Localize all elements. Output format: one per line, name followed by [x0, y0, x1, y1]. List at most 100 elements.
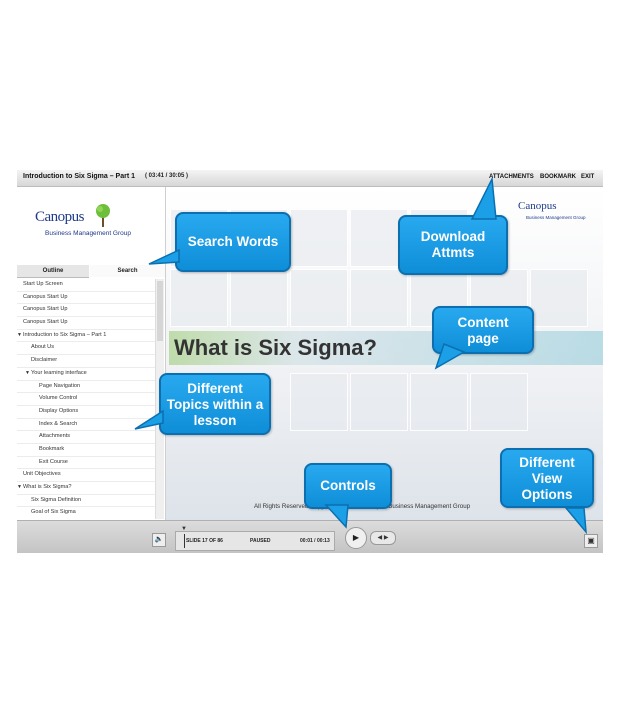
- outline-item-label: Six Sigma Definition: [31, 496, 82, 503]
- playhead[interactable]: [184, 534, 185, 548]
- callout-controls-text: Controls: [320, 478, 376, 493]
- sidebar: Canopus Business Management Group Outlin…: [17, 187, 166, 520]
- outline-item[interactable]: Disclaimer: [17, 355, 155, 368]
- outline-item-label: Page Navigation: [39, 382, 81, 389]
- outline-item-label: Canopus Start Up: [23, 319, 68, 326]
- expand-arrow-down-icon[interactable]: ▼: [17, 484, 22, 490]
- scrollbar-thumb[interactable]: [157, 281, 163, 341]
- play-button[interactable]: ▶: [345, 527, 367, 549]
- background-tile: [530, 269, 588, 327]
- slide-timecode: 00:01 / 00:13: [300, 538, 330, 544]
- outline-item[interactable]: Unit Objectives: [17, 469, 155, 482]
- background-tile: [290, 269, 348, 327]
- outline-item[interactable]: Start Up Screen: [17, 279, 155, 292]
- outline-item[interactable]: ▼Introduction to Six Sigma – Part 1: [17, 330, 155, 343]
- background-tile: [350, 269, 408, 327]
- outline-item-label: Display Options: [39, 407, 79, 414]
- callout-pointer: [470, 176, 497, 220]
- next-icon[interactable]: ▶: [383, 535, 389, 541]
- outline-item-label: Unit Objectives: [23, 471, 61, 478]
- callout-pointer: [434, 343, 466, 370]
- outline-item[interactable]: Canopus Start Up: [17, 304, 155, 318]
- logo-subtitle: Business Management Group: [45, 230, 131, 237]
- outline-item-label: Your learning interface: [31, 369, 87, 376]
- speaker-icon: 🔈: [154, 536, 164, 543]
- expand-arrow-down-icon[interactable]: ▼: [17, 331, 22, 338]
- outline-item-label: Bookmark: [39, 445, 65, 452]
- attachments-link[interactable]: ATTACHMENTS: [489, 174, 534, 180]
- outline-item[interactable]: Exit Course: [17, 457, 155, 470]
- volume-button[interactable]: 🔈: [152, 533, 166, 547]
- outline-item[interactable]: Page Navigation: [17, 381, 155, 394]
- outline-item[interactable]: Volume Control: [17, 393, 155, 406]
- outline-item[interactable]: Canopus Start Up: [17, 317, 155, 330]
- callout-pointer: [324, 504, 349, 529]
- slide-heading: What is Six Sigma?: [174, 335, 377, 360]
- course-title: Introduction to Six Sigma – Part 1: [23, 173, 136, 180]
- outline-item-label: Start Up Screen: [23, 281, 63, 287]
- outline-item-label: Canopus Start Up: [23, 306, 68, 313]
- callout-topics-text: Different Topics within a lesson: [166, 381, 264, 428]
- exit-link[interactable]: EXIT: [581, 174, 595, 180]
- outline-item[interactable]: ▼Your learning interface: [17, 368, 155, 381]
- background-tile: [290, 373, 348, 431]
- callout-pointer: [148, 248, 180, 265]
- fullscreen-icon: ▣: [587, 536, 595, 545]
- outline-item-label: Goal of Six Sigma: [31, 509, 76, 516]
- outline-item-label: Exit Course: [39, 458, 68, 465]
- outline-item[interactable]: ▼What is Six Sigma?: [17, 482, 155, 495]
- slide-counter: SLIDE 17 OF 86: [186, 538, 223, 544]
- callout-content-page-text: Content page: [457, 315, 509, 346]
- background-tile: [230, 269, 288, 327]
- prev-next-buttons[interactable]: ◀ ▶: [370, 531, 396, 545]
- callout-pointer: [134, 409, 164, 430]
- expand-arrow-down-icon[interactable]: ▼: [25, 369, 30, 376]
- background-tile: [470, 373, 528, 431]
- callout-content-page: Content page: [432, 306, 534, 370]
- bookmark-link[interactable]: BOOKMARK: [540, 174, 576, 180]
- outline-item[interactable]: Display Options: [17, 406, 155, 419]
- content-logo: Canopus Business Management Group: [518, 197, 598, 225]
- sidebar-tabs: Outline Search: [17, 265, 165, 278]
- outline-item[interactable]: Goal of Six Sigma: [17, 507, 155, 519]
- callout-download: Download Attmts: [398, 176, 508, 275]
- content-logo-wordmark: Canopus: [518, 200, 557, 212]
- background-tile: [410, 373, 468, 431]
- callout-download-text: Download Attmts: [420, 229, 486, 260]
- tab-outline[interactable]: Outline: [17, 265, 89, 278]
- outline-item[interactable]: Canopus Start Up: [17, 292, 155, 305]
- outline-item-label: Disclaimer: [31, 357, 58, 364]
- logo-wordmark: Canopus: [35, 209, 85, 225]
- callout-pointer: [564, 507, 587, 535]
- playback-status: PAUSED: [250, 538, 271, 544]
- course-elapsed-time: ( 03:41 / 30:05 ): [145, 173, 189, 179]
- outline-item[interactable]: Six Sigma Definition: [17, 495, 155, 508]
- progress-bar[interactable]: ▼ SLIDE 17 OF 86 PAUSED 00:01 / 00:13: [175, 526, 335, 551]
- callout-controls: Controls: [304, 463, 392, 529]
- background-tile: [170, 269, 228, 327]
- tab-search[interactable]: Search: [90, 265, 165, 277]
- outline-item-label: Introduction to Six Sigma – Part 1: [23, 331, 107, 338]
- callout-view-options-text: Different View Options: [519, 455, 575, 502]
- outline-item-label: Volume Control: [39, 395, 78, 402]
- canopus-logo: Canopus Business Management Group: [35, 203, 155, 243]
- callout-search-words: Search Words: [148, 212, 291, 272]
- outline-item-label: Canopus Start Up: [23, 293, 68, 300]
- callout-search-words-text: Search Words: [187, 234, 279, 249]
- fullscreen-button[interactable]: ▣: [584, 534, 598, 548]
- tree-logo-icon: [96, 204, 110, 227]
- content-logo-subtitle: Business Management Group: [526, 215, 586, 220]
- outline-item-label: About Us: [31, 344, 55, 351]
- previous-icon[interactable]: ◀: [377, 535, 383, 541]
- title-bar: Introduction to Six Sigma – Part 1 ( 03:…: [17, 170, 603, 187]
- outline-item[interactable]: Index & Search: [17, 419, 155, 432]
- outline-item[interactable]: About Us: [17, 342, 155, 356]
- outline-item[interactable]: Attachments: [17, 431, 155, 444]
- callout-view-options: Different View Options: [500, 448, 594, 535]
- outline-item[interactable]: Bookmark: [17, 444, 155, 457]
- playback-controls: 🔈 ▼ SLIDE 17 OF 86 PAUSED 00:01 / 00:13 …: [17, 520, 603, 553]
- progress-marker-icon[interactable]: ▼: [181, 526, 187, 532]
- outline-item-label: What is Six Sigma?: [23, 484, 72, 490]
- play-icon: ▶: [352, 533, 360, 542]
